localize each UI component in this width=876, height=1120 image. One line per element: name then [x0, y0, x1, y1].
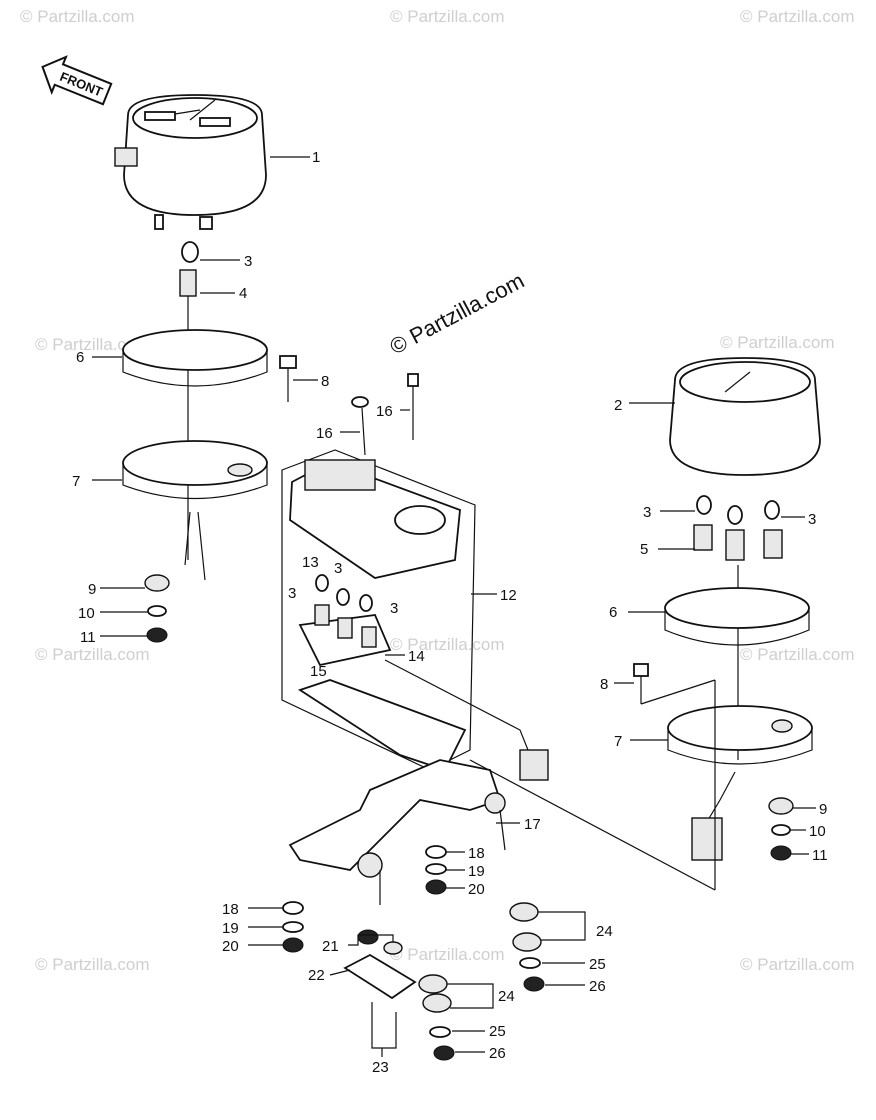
callout-22: 22	[308, 967, 325, 984]
callout-25: 25	[489, 1023, 506, 1040]
callout-7: 7	[72, 473, 80, 490]
watermark: © Partzilla.com	[390, 945, 505, 964]
bulb-left	[179, 241, 199, 560]
callout-9: 9	[88, 581, 96, 598]
callout-24: 24	[596, 923, 613, 940]
base-15	[297, 679, 467, 772]
watermark: © Partzilla.com	[35, 335, 150, 354]
callout-3: 3	[643, 504, 651, 521]
callout-20: 20	[222, 938, 239, 955]
case-right-7	[667, 705, 813, 861]
callout-18: 18	[468, 845, 485, 862]
copyright-text: © Partzilla.com	[386, 268, 529, 360]
watermark: © Partzilla.com	[740, 955, 855, 974]
callout-19: 19	[222, 920, 239, 937]
callout-3: 3	[390, 600, 398, 617]
callout-24: 24	[498, 988, 515, 1005]
case-left-7	[122, 440, 268, 581]
watermark: © Partzilla.com	[740, 645, 855, 664]
tachometer	[669, 357, 821, 476]
callout-4: 4	[239, 285, 247, 302]
callout-26: 26	[489, 1045, 506, 1062]
callout-26: 26	[589, 978, 606, 995]
callout-10: 10	[809, 823, 826, 840]
callout-9: 9	[819, 801, 827, 818]
callout-25: 25	[589, 956, 606, 973]
callout-6: 6	[76, 349, 84, 366]
watermarks: © Partzilla.com © Partzilla.com © Partzi…	[20, 7, 855, 974]
callout-21: 21	[322, 938, 339, 955]
callout-11: 11	[80, 629, 96, 646]
watermark: © Partzilla.com	[740, 7, 855, 26]
callout-13: 13	[302, 554, 319, 571]
callout-11: 11	[812, 847, 828, 864]
callout-3: 3	[334, 560, 342, 577]
bolts	[279, 355, 419, 456]
callout-16: 16	[376, 403, 393, 420]
watermark: © Partzilla.com	[720, 333, 835, 352]
callout-3: 3	[808, 511, 816, 528]
callout-8: 8	[600, 676, 608, 693]
watermark: © Partzilla.com	[20, 7, 135, 26]
ring-right-6	[664, 587, 810, 646]
callout-12: 12	[500, 587, 517, 604]
callout-labels: 1 2 3 3 3 3 3 3 4 5 6 6 7 7 8 8 9 9 10 1…	[72, 149, 828, 1076]
nuts-left	[144, 574, 170, 643]
front-arrow: FRONT	[41, 55, 113, 106]
socket-block-14	[298, 574, 549, 781]
bracket-17	[288, 759, 506, 905]
watermark: © Partzilla.com	[390, 635, 505, 654]
watermark: © Partzilla.com	[390, 7, 505, 26]
leader-lines	[92, 156, 816, 1057]
nuts-bottom-left	[282, 901, 304, 953]
ring-left-6	[122, 329, 268, 387]
callout-2: 2	[614, 397, 622, 414]
watermark: © Partzilla.com	[35, 645, 150, 664]
lower-parts-21-23	[343, 929, 417, 1040]
callout-8: 8	[321, 373, 329, 390]
callout-1: 1	[312, 149, 320, 166]
callout-19: 19	[468, 863, 485, 880]
callout-10: 10	[78, 605, 95, 622]
callout-16: 16	[316, 425, 333, 442]
nuts-center	[425, 845, 447, 895]
watermark: © Partzilla.com	[35, 955, 150, 974]
callout-23: 23	[372, 1059, 389, 1076]
housing-boundary-12	[281, 449, 476, 771]
nuts-right	[768, 797, 794, 861]
callout-17: 17	[524, 816, 541, 833]
callout-3: 3	[288, 585, 296, 602]
bolt-right-8	[633, 663, 649, 704]
callout-5: 5	[640, 541, 648, 558]
callout-14: 14	[408, 648, 425, 665]
callout-6: 6	[609, 604, 617, 621]
callout-20: 20	[468, 881, 485, 898]
callout-7: 7	[614, 733, 622, 750]
callout-18: 18	[222, 901, 239, 918]
speedometer	[114, 94, 267, 230]
callout-3: 3	[244, 253, 252, 270]
rubber-mounts-24-26	[418, 902, 545, 1061]
callout-15: 15	[310, 663, 327, 680]
